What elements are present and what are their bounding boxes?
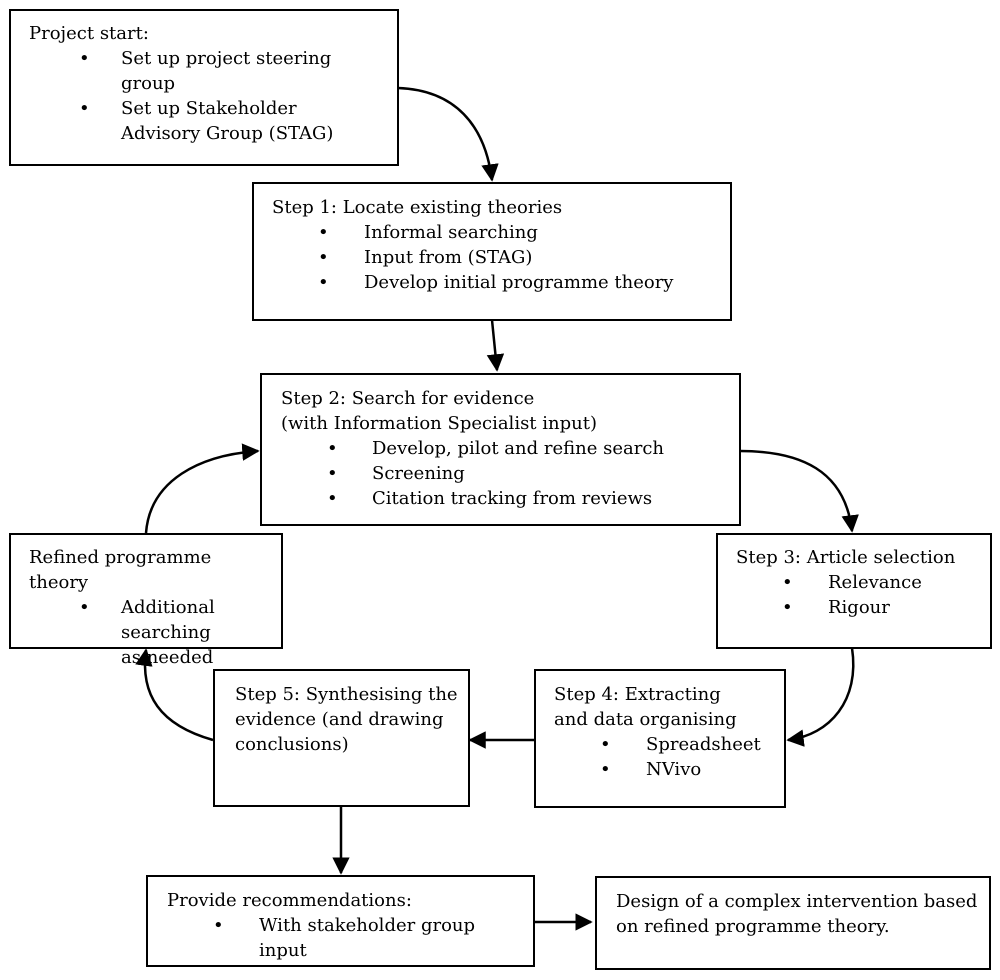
- recommendations-box: Provide recommendations: With stakeholde…: [146, 875, 535, 967]
- step5-box: Step 5: Synthesising the evidence (and d…: [213, 669, 470, 807]
- list-item: Set up project steering group: [29, 46, 389, 96]
- list-item: Set up Stakeholder Advisory Group (STAG): [29, 96, 389, 146]
- refined-theory-box: Refined programme theory Additional sear…: [9, 533, 283, 668]
- refined-theory-title: Refined programme theory: [29, 547, 212, 593]
- step4-title: Step 4: Extracting and data organising: [554, 684, 737, 730]
- list-item: With stakeholder group input: [167, 913, 525, 963]
- step2-box: Step 2: Search for evidence (with Inform…: [260, 373, 741, 526]
- step1-box: Step 1: Locate existing theories Informa…: [252, 182, 732, 321]
- step3-title: Step 3: Article selection: [736, 547, 956, 568]
- list-item: Spreadsheet: [554, 732, 776, 757]
- step1-list: Informal searching Input from (STAG) Dev…: [272, 220, 722, 295]
- arrow-refined-to-step2: [144, 443, 260, 534]
- step2-list: Develop, pilot and refine search Screeni…: [281, 436, 731, 511]
- design-box: Design of a complex intervention based o…: [595, 876, 991, 970]
- list-item: Rigour: [736, 595, 982, 620]
- project-start-title: Project start:: [29, 23, 149, 44]
- list-item: Citation tracking from reviews: [281, 486, 731, 511]
- list-item: Informal searching: [272, 220, 722, 245]
- refined-theory-list: Additional searching as needed: [29, 595, 273, 670]
- recommendations-list: With stakeholder group input: [167, 913, 525, 963]
- arrow-start-to-step1: [397, 86, 499, 182]
- list-item: NVivo: [554, 757, 776, 782]
- list-item: Develop, pilot and refine search: [281, 436, 731, 461]
- list-item: Input from (STAG): [272, 245, 722, 270]
- step1-title: Step 1: Locate existing theories: [272, 197, 563, 218]
- arrow-step1-to-step2: [486, 319, 505, 372]
- step5-title: Step 5: Synthesising the evidence (and d…: [235, 684, 458, 755]
- design-title: Design of a complex intervention based o…: [616, 891, 978, 937]
- arrow-step2-to-step3: [739, 449, 859, 533]
- recommendations-title: Provide recommendations:: [167, 890, 412, 911]
- step3-list: Relevance Rigour: [736, 570, 982, 620]
- project-start-list: Set up project steering group Set up Sta…: [29, 46, 389, 146]
- list-item: Additional searching as needed: [29, 595, 273, 670]
- step4-box: Step 4: Extracting and data organising S…: [534, 669, 786, 808]
- list-item: Relevance: [736, 570, 982, 595]
- list-item: Develop initial programme theory: [272, 270, 722, 295]
- list-item: Screening: [281, 461, 731, 486]
- step4-list: Spreadsheet NVivo: [554, 732, 776, 782]
- project-start-box: Project start: Set up project steering g…: [9, 9, 399, 166]
- arrow-step3-to-step4: [786, 647, 855, 747]
- step2-title: Step 2: Search for evidence (with Inform…: [281, 388, 597, 434]
- step3-box: Step 3: Article selection Relevance Rigo…: [716, 533, 992, 649]
